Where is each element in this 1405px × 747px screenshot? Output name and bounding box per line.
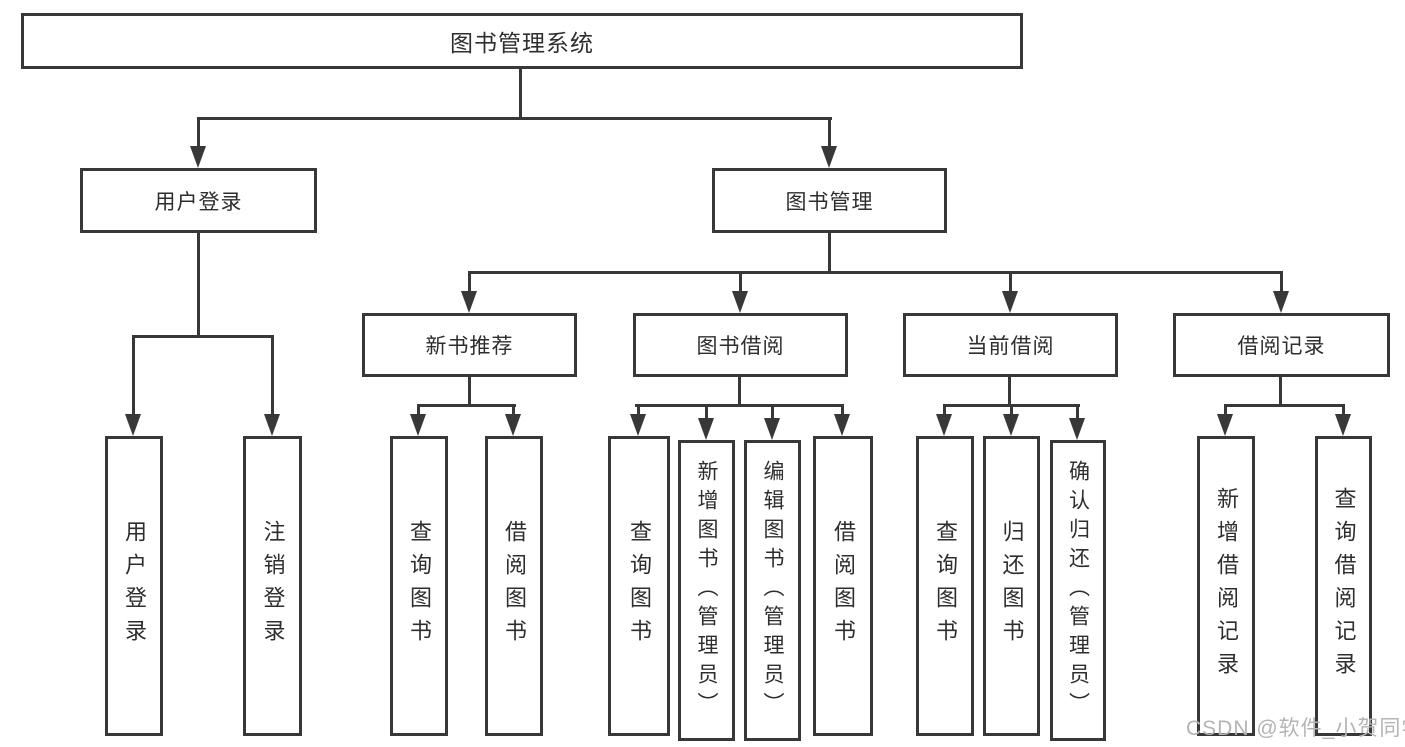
arrow-down-icon [834,414,850,436]
arrow-down-icon [125,414,141,436]
arrow-down-icon [1335,414,1351,436]
leaf-return-books-label: 归还图书 [999,520,1025,652]
connector-line [637,404,640,414]
node-current-borrowing: 当前借阅 [903,313,1118,377]
node-book-management: 图书管理 [712,168,947,233]
arrow-down-icon [264,414,280,436]
connector-line [1224,404,1345,407]
leaf-edit-book-admin-label: 编辑图书（管理员） [761,460,784,721]
leaf-confirm-return-admin: 确认归还（管理员） [1050,440,1106,741]
csdn-watermark: CSDN @软件_小贺同学 [1186,717,1405,740]
arrow-down-icon [630,414,646,436]
connector-line [197,117,832,120]
leaf-query-books-current-label: 查询图书 [933,520,958,652]
connector-line [519,68,522,120]
leaf-query-books-recommend-label: 查询图书 [407,520,432,652]
node-new-book-recommend: 新书推荐 [362,313,577,377]
leaf-query-books-borrowing: 查询图书 [608,436,670,736]
connector-line [1009,271,1012,291]
leaf-add-borrow-record-label: 新增借阅记录 [1214,487,1239,685]
connector-line [468,377,471,407]
node-current-borrowing-label: 当前借阅 [966,335,1055,358]
leaf-query-books-current: 查询图书 [916,436,974,736]
arrow-down-icon [764,418,780,440]
connector-line [512,404,515,414]
arrow-down-icon [1002,291,1018,313]
leaf-borrow-books-borrowing: 借阅图书 [813,436,873,736]
arrow-down-icon [698,418,714,440]
node-user-login-label: 用户登录 [154,190,243,214]
connector-line [417,404,516,407]
leaf-logout-label: 注销登录 [260,520,286,652]
leaf-add-book-admin: 新增图书（管理员） [678,440,735,741]
connector-line [417,404,420,414]
connector-line [635,404,844,407]
arrow-down-icon [505,414,521,436]
leaf-borrow-books-recommend-label: 借阅图书 [502,520,527,652]
connector-line [468,271,471,291]
node-book-borrowing: 图书借阅 [633,313,848,377]
connector-line [943,404,946,414]
connector-line [197,233,200,336]
connector-line [738,377,741,407]
leaf-query-books-borrowing-label: 查询图书 [627,520,652,652]
leaf-borrow-books-borrowing-label: 借阅图书 [831,520,856,652]
leaf-return-books: 归还图书 [983,436,1040,736]
connector-line [828,117,831,147]
node-borrow-records-label: 借阅记录 [1237,335,1326,358]
connector-line [1010,404,1013,414]
node-user-login: 用户登录 [80,168,317,233]
leaf-query-books-recommend: 查询图书 [390,436,448,736]
arrow-down-icon [821,146,837,168]
connector-line [271,335,274,414]
node-root-system-label: 图书管理系统 [450,30,594,56]
node-new-book-recommend-label: 新书推荐 [425,335,514,358]
arrow-down-icon [1217,414,1233,436]
connector-line [1076,404,1079,418]
connector-line [468,271,1283,274]
leaf-add-borrow-record: 新增借阅记录 [1197,436,1255,736]
connector-line [132,335,274,338]
connector-line [1224,404,1227,414]
connector-line [705,404,708,418]
node-root-system: 图书管理系统 [21,13,1023,69]
node-book-management-label: 图书管理 [785,190,874,214]
arrow-down-icon [1069,418,1085,440]
connector-line [1008,377,1011,407]
leaf-confirm-return-admin-label: 确认归还（管理员） [1066,460,1090,721]
connector-line [132,335,135,414]
leaf-user-login-label: 用户登录 [122,520,147,652]
leaf-user-login: 用户登录 [105,436,163,736]
arrow-down-icon [461,291,477,313]
arrow-down-icon [732,291,748,313]
arrow-down-icon [936,414,952,436]
arrow-down-icon [410,414,426,436]
node-borrow-records: 借阅记录 [1173,313,1390,377]
connector-line [841,404,844,414]
leaf-query-borrow-record-label: 查询借阅记录 [1331,487,1357,685]
leaf-edit-book-admin: 编辑图书（管理员） [744,440,801,741]
arrow-down-icon [1273,291,1289,313]
arrow-down-icon [190,146,206,168]
arrow-down-icon [1003,414,1019,436]
leaf-query-borrow-record: 查询借阅记录 [1315,436,1372,736]
connector-line [197,117,200,147]
connector-line [1280,271,1283,291]
leaf-borrow-books-recommend: 借阅图书 [485,436,543,736]
leaf-add-book-admin-label: 新增图书（管理员） [695,460,718,721]
node-book-borrowing-label: 图书借阅 [696,335,785,358]
leaf-logout: 注销登录 [243,436,302,736]
connector-line [1279,377,1282,407]
connector-line [771,404,774,418]
connector-line [739,271,742,291]
connector-line [828,233,831,273]
connector-line [1342,404,1345,414]
